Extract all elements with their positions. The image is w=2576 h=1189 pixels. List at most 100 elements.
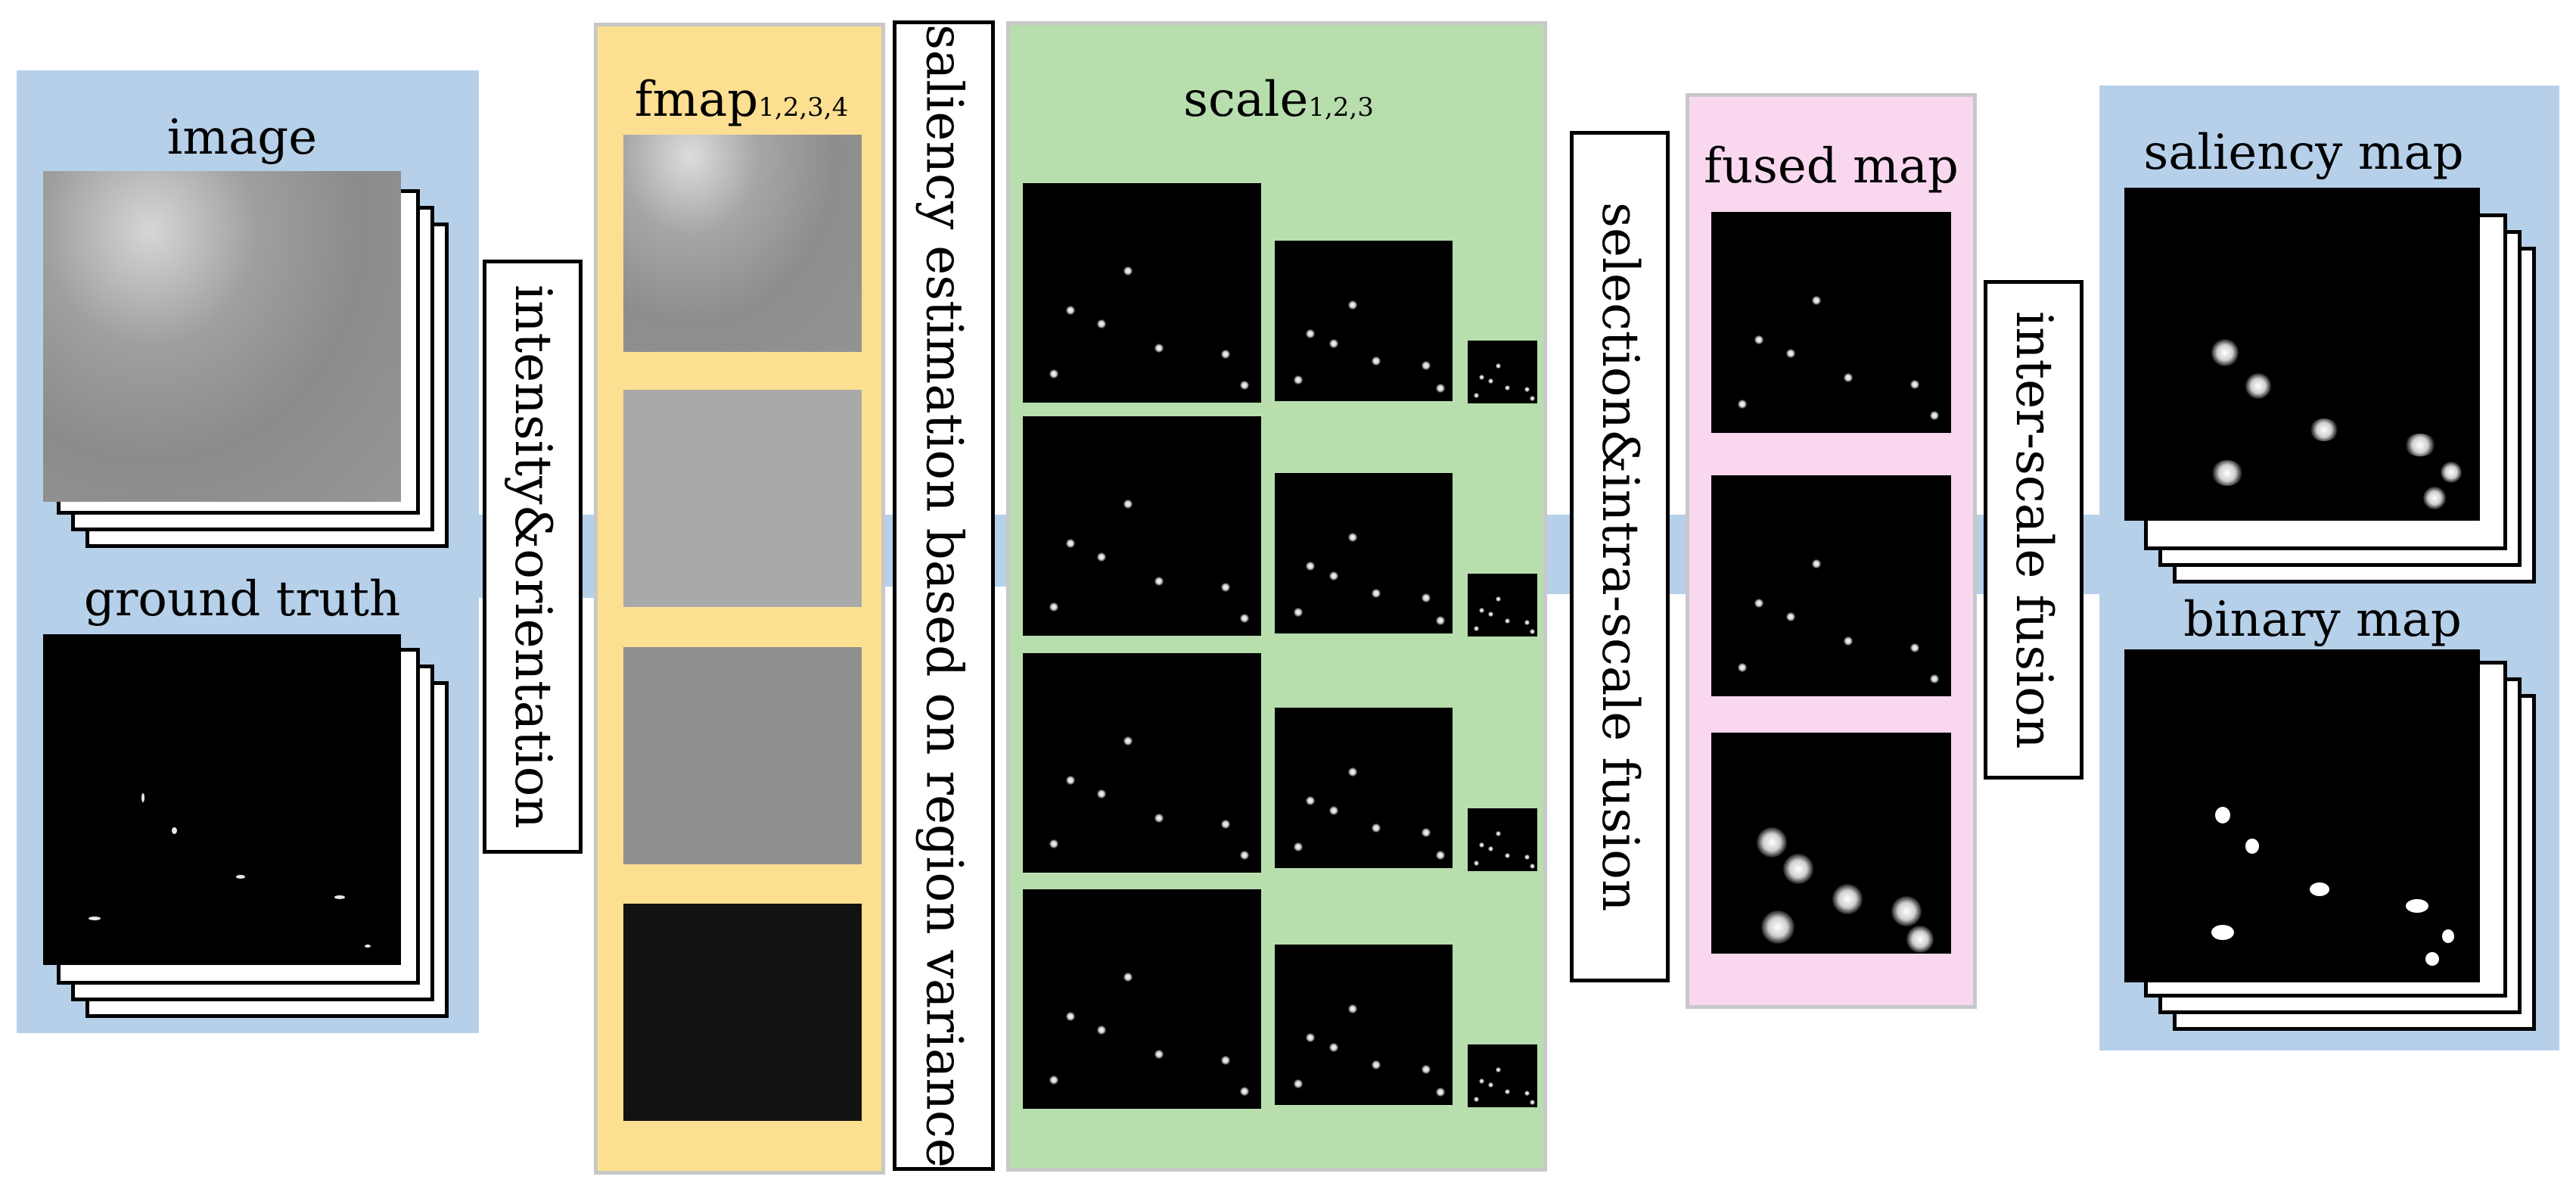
speckle-dot [1097,789,1106,798]
speckle-dot [1910,380,1919,389]
speckle-dot [1488,1082,1493,1088]
speckle-dot [1066,776,1075,785]
speckle-dot [1436,384,1445,393]
speckle-dot [1524,1091,1530,1096]
speckle-dot [1844,373,1853,382]
speckle-dot [1496,363,1501,369]
speckle-dot [1844,637,1853,646]
saliency-blob [2211,339,2239,366]
speckle-dot [1306,562,1315,571]
gt-mark [172,827,177,834]
speckle-dot [1240,851,1249,860]
speckle-dot [1474,1097,1479,1102]
fused-map-2 [1711,475,1951,696]
speckle-dot [1479,1079,1484,1084]
speckle-dot [1479,375,1484,380]
scale-row1-small [1468,341,1537,403]
speckle-dot [1221,1056,1230,1065]
speckle-dot [1488,378,1493,384]
speckle-dot [1524,620,1530,625]
speckle-dot [1097,1026,1106,1035]
fused-blob [1761,910,1794,944]
speckle-dot [1329,1043,1338,1052]
speckle-dot [1930,411,1939,420]
speckle-dot [1422,828,1431,837]
speckle-dot [1505,853,1510,858]
speckle-dot [1372,589,1381,598]
speckle-dot [1154,1050,1164,1059]
speckle-dot [1530,1100,1535,1105]
scale-row2-large [1023,416,1261,636]
speckle-dot [1123,973,1133,982]
speckle-dot [1524,854,1530,860]
speckle-dot [1372,1060,1381,1069]
speckle-dot [1049,369,1058,378]
speckle-dot [1488,846,1493,851]
binary-blob [2425,952,2439,966]
fmap-label-text: fmap [634,72,759,128]
speckle-dot [1496,1067,1501,1072]
fmap-label: fmap1,2,3,4 [624,76,859,124]
speckle-dot [1505,385,1510,391]
saliency-blob [2245,373,2271,399]
speckle-dot [1754,599,1763,608]
speckle-dot [1306,329,1315,338]
scale-row2-small [1468,574,1537,637]
ground-truth-image [43,634,401,965]
speckle-dot [1066,539,1075,548]
speckle-dot [1294,375,1303,384]
speckle-dot [1524,387,1530,392]
speckle-dot [1738,663,1747,672]
speckle-dot [1530,629,1535,634]
speckle-dot [1786,612,1795,621]
speckle-dot [1436,851,1445,860]
speckle-dot [1496,596,1501,602]
fused-blob [1783,854,1813,884]
speckle-dot [1123,500,1133,509]
binary-blob [2310,882,2329,896]
binary-map-image [2124,649,2480,982]
speckle-dot [1348,300,1357,310]
ground-truth-label: ground truth [83,571,401,627]
scale-row3-small [1468,808,1537,871]
speckle-dot [1154,577,1164,586]
gt-mark [365,945,371,948]
fmap-3 [623,647,862,864]
scale-row4-large [1023,889,1261,1109]
fused-blob [1906,926,1934,953]
speckle-dot [1474,393,1479,398]
saliency-map-image [2124,188,2480,521]
fmap-4 [623,904,862,1121]
speckle-dot [1097,552,1106,562]
speckle-dot [1505,1089,1510,1094]
speckle-dot [1123,736,1133,745]
fmap-label-sub: 1,2,3,4 [758,92,849,123]
speckle-dot [1474,626,1479,631]
speckle-dot [1474,861,1479,866]
gt-mark [236,875,245,879]
fused-map-3 [1711,733,1951,954]
scale-row3-large [1023,653,1261,873]
step-intra-scale-fusion-box: selection&intra-scale fusion [1570,131,1670,982]
speckle-dot [1329,339,1338,348]
step-intensity-orientation-box: intensity&orientation [483,260,583,854]
speckle-dot [1479,608,1484,613]
fused-map-1 [1711,212,1951,433]
scale-label-text: scale [1183,72,1309,128]
scale-row3-medium [1275,708,1453,868]
speckle-dot [1812,559,1821,568]
scale-row4-medium [1275,945,1453,1105]
speckle-dot [1436,616,1445,625]
saliency-blob [2310,419,2338,441]
binary-map-label: binary map [2183,592,2462,648]
scale-row1-large [1023,183,1261,403]
speckle-dot [1530,396,1535,401]
fused-map-label: fused map [1704,139,1959,195]
speckle-dot [1294,842,1303,851]
speckle-dot [1066,306,1075,315]
speckle-dot [1910,643,1919,652]
scale-label-sub: 1,2,3 [1308,92,1374,123]
step-saliency-estimation-box: saliency estimation based on region vari… [893,20,995,1171]
speckle-dot [1348,1004,1357,1013]
speckle-dot [1530,864,1535,869]
